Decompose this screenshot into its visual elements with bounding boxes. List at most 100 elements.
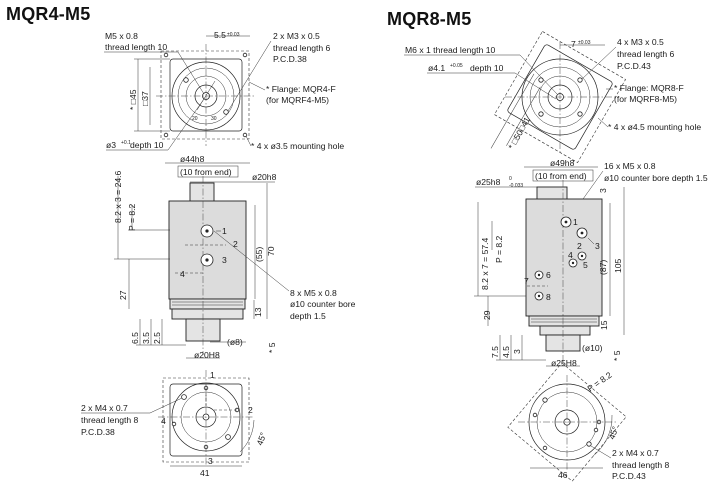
m3-callout-label: 4 x M3 x 0.5 bbox=[617, 37, 664, 47]
leader-line bbox=[519, 54, 558, 95]
port-hole-icon bbox=[171, 421, 177, 427]
dia49-label: ø49h8 bbox=[550, 158, 575, 168]
mqr4-front-view: ø44h8 (10 from end) ø20h8 1 2 3 4 8.2 x … bbox=[113, 154, 356, 360]
port-4-center bbox=[580, 254, 584, 258]
dim-27-label: 27 bbox=[118, 290, 128, 300]
flange-outline bbox=[494, 31, 626, 163]
dia4-1-depth: depth 10 bbox=[470, 63, 504, 73]
leader-line bbox=[587, 237, 595, 245]
corner-hole-icon bbox=[242, 52, 248, 58]
dia20-bot-label: ø20H8 bbox=[194, 350, 220, 360]
m5-callout-label: M5 x 0.8 bbox=[105, 31, 138, 41]
m4-hole-icon bbox=[586, 441, 592, 447]
dim-line-41 bbox=[506, 86, 541, 146]
dim-7-5-label: 7.5 bbox=[490, 346, 500, 358]
pitch-total-label: 8.2 x 7 = 57.4 bbox=[480, 237, 490, 290]
dim-6-5-label: 6.5 bbox=[130, 332, 140, 344]
dim-sq37-label: □37 bbox=[140, 91, 150, 106]
model-title-mqr8: MQR8-M5 bbox=[387, 9, 472, 29]
mqr4-bottom-view: 1 2 3 4 2 x M4 x 0.7 thread length 8 P.C… bbox=[81, 370, 268, 478]
port-7-label: 7 bbox=[524, 276, 529, 286]
port-8-label: 8 bbox=[546, 292, 551, 302]
dim-3-label: 3 bbox=[598, 188, 608, 193]
dia25-label: ø25h8 bbox=[476, 177, 501, 187]
leader-line bbox=[213, 230, 290, 292]
tiny-label: 30 bbox=[211, 116, 217, 122]
port-2-center bbox=[580, 231, 584, 235]
mount-hole-icon bbox=[223, 109, 229, 115]
flange-for-label: (for MQRF8-M5) bbox=[614, 94, 677, 104]
m3-callout-label: 2 x M3 x 0.5 bbox=[273, 31, 320, 41]
mount-hole-icon bbox=[577, 77, 583, 83]
dim-sq45-label: * □45 bbox=[128, 89, 138, 110]
flange-label: * Flange: MQR8-F bbox=[614, 83, 684, 93]
port-4-label: 4 bbox=[161, 416, 166, 426]
dim-5-5-tol: ±0.03 bbox=[227, 32, 240, 38]
dia3-depth-label: depth 10 bbox=[130, 140, 164, 150]
dia10-label: (ø10) bbox=[582, 343, 603, 353]
dim-7-label: 7 bbox=[571, 39, 576, 49]
bearing-section bbox=[169, 298, 246, 310]
dim-5-label: * 5 bbox=[612, 350, 622, 361]
port-4-label: 4 bbox=[180, 269, 185, 279]
m5-counterbore-label: ø10 counter bore depth 1.5 bbox=[604, 173, 708, 183]
mount-hole-icon bbox=[577, 111, 583, 117]
port-3-center bbox=[205, 258, 209, 262]
port-3-label: 3 bbox=[222, 255, 227, 265]
angle-label: 45° bbox=[254, 431, 268, 447]
dim-105-label: 105 bbox=[613, 258, 623, 273]
dim-3-5-label: 3.5 bbox=[141, 332, 151, 344]
dia3-tol: +0.1 bbox=[121, 140, 131, 146]
dim-29-label: 29 bbox=[482, 310, 492, 320]
corner-hole-icon bbox=[163, 52, 169, 58]
dim-15-label: 15 bbox=[599, 320, 609, 330]
tiny-label: 20 bbox=[192, 116, 198, 122]
dia4-1-tol: +0.05 bbox=[450, 63, 463, 69]
mqr8-front-view: ø49h8 (10 from end) ø25h8 0 -0.033 16 x … bbox=[474, 158, 708, 368]
dim-13-label: 13 bbox=[253, 307, 263, 317]
m5-depth-label: depth 1.5 bbox=[290, 311, 326, 321]
mount-hole-icon bbox=[538, 77, 544, 83]
dim-5-5-label: 5.5 bbox=[214, 30, 226, 40]
port-1-label: 1 bbox=[222, 226, 227, 236]
port-2-label: 2 bbox=[577, 241, 582, 251]
dim-line-50 bbox=[490, 73, 535, 149]
flange-outline bbox=[160, 50, 250, 140]
lower-flange bbox=[539, 325, 591, 336]
port-8-center bbox=[537, 294, 541, 298]
m4-callout-label: 2 x M4 x 0.7 bbox=[612, 448, 659, 458]
m4-hole-icon bbox=[225, 434, 231, 440]
port-1-label: 1 bbox=[573, 217, 578, 227]
port-1-center bbox=[564, 220, 568, 224]
mqr8-top-view: M6 x 1 thread length 10 ø4.1 +0.05 depth… bbox=[404, 31, 701, 163]
mount-hole-icon bbox=[538, 111, 544, 117]
from-end-label: (10 from end) bbox=[535, 171, 587, 181]
dia25-tol-top: 0 bbox=[509, 176, 512, 182]
flange-label: * Flange: MQR4-F bbox=[266, 84, 336, 94]
mqr4-top-view: 20 30 * □45 □37 M5 x 0.8 thread length 1… bbox=[104, 30, 344, 151]
angle-arc bbox=[239, 419, 255, 453]
m4-hole-icon bbox=[542, 397, 548, 403]
port-2-label: 2 bbox=[233, 239, 238, 249]
m4-pcd-label: P.C.D.43 bbox=[612, 471, 646, 481]
m3-length-label: thread length 6 bbox=[273, 43, 331, 53]
shaft-top bbox=[536, 186, 568, 201]
port-6-center bbox=[537, 273, 541, 277]
m3-pcd-label: P.C.D.38 bbox=[273, 54, 307, 64]
dim-2-5-label: 2.5 bbox=[152, 332, 162, 344]
port-3-label: 3 bbox=[208, 456, 213, 466]
port-5-label: 5 bbox=[583, 260, 588, 270]
port-hole-icon bbox=[542, 445, 548, 451]
port-4-label: 4 bbox=[568, 250, 573, 260]
dia25H8-label: ø25H8 bbox=[551, 358, 577, 368]
dia20-top-label: ø20h8 bbox=[252, 172, 277, 182]
m4-length-label: thread length 8 bbox=[612, 460, 670, 470]
leader-line bbox=[167, 98, 205, 151]
from-end-box bbox=[177, 165, 239, 178]
dim-55-label: (55) bbox=[254, 247, 264, 262]
m4-callout-label: 2 x M4 x 0.7 bbox=[81, 403, 128, 413]
corner-hole-icon bbox=[242, 132, 248, 138]
dim-70-label: 70 bbox=[266, 246, 276, 256]
leader-line bbox=[248, 81, 266, 91]
